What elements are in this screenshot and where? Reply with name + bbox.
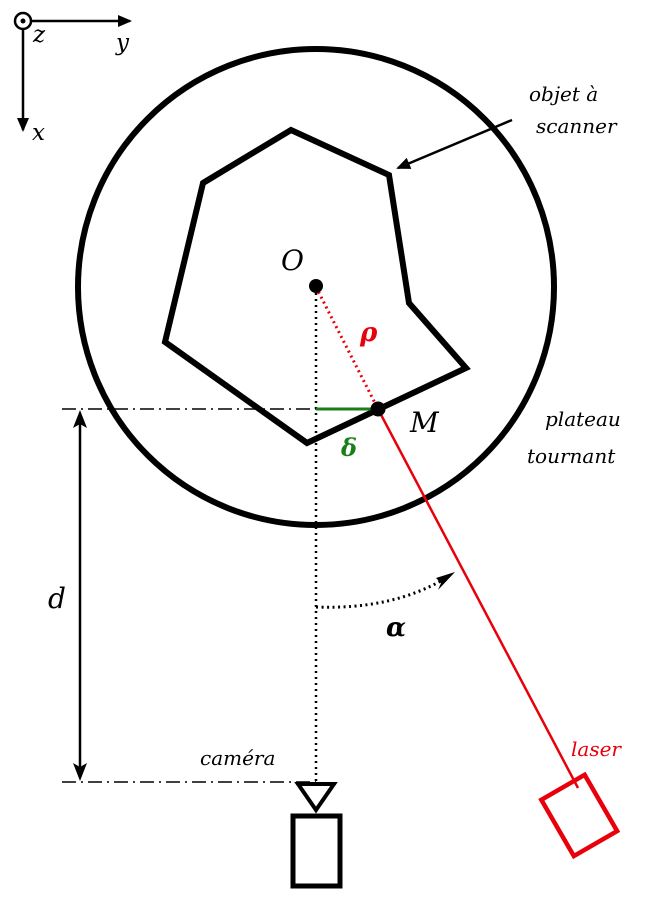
alpha-arrowhead: [436, 572, 455, 590]
camera-icon: [290, 782, 343, 889]
laser-label: laser: [571, 737, 622, 761]
object-pointer-arrow: [396, 118, 513, 170]
distance-d-arrowhead-top: [73, 410, 87, 428]
point-m: [370, 401, 386, 417]
point-m-label: M: [409, 406, 440, 439]
object-label-line1: objet à: [529, 82, 598, 106]
scan-object-polygon: [161, 126, 471, 447]
camera-body: [290, 813, 343, 889]
origin-label: O: [281, 244, 304, 277]
y-axis-label: y: [115, 30, 130, 56]
laser-device: [538, 771, 621, 860]
turntable-circle: [75, 46, 557, 528]
axes-indicator: z y x: [13, 11, 132, 146]
object-label-line2: scanner: [536, 114, 618, 138]
camera-label: caméra: [200, 746, 275, 770]
delta-label: δ: [340, 433, 357, 462]
distance-d-arrowhead-bottom: [73, 763, 87, 781]
laser-beam: [376, 408, 580, 789]
plate-label-line1: plateau: [545, 407, 621, 431]
distance-d-label: d: [48, 582, 66, 615]
z-axis-label: z: [32, 22, 46, 48]
x-axis-label: x: [32, 120, 45, 146]
z-axis-dot: [20, 18, 26, 24]
rho-label: ρ: [359, 318, 378, 348]
origin-point: [309, 279, 323, 293]
alpha-label: α: [386, 613, 406, 643]
plate-label-line2: tournant: [527, 444, 616, 468]
alpha-arc: [315, 576, 447, 609]
camera-lens-triangle: [294, 782, 338, 814]
rho-segment: [314, 286, 380, 410]
